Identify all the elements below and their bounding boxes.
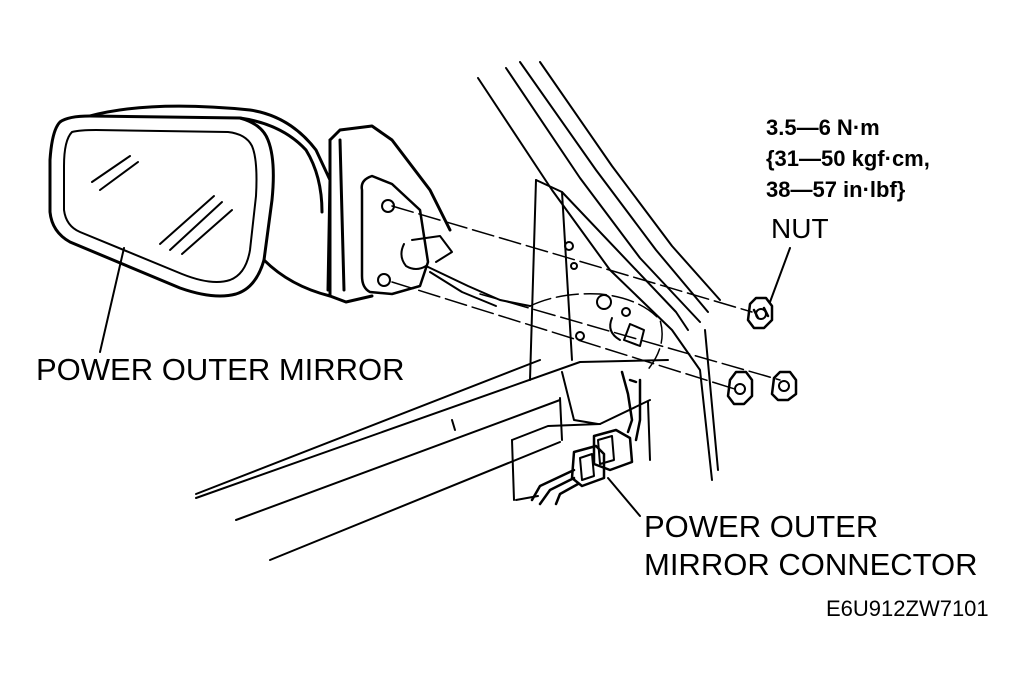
leader-lines bbox=[99, 247, 791, 517]
nut-label: NUT bbox=[771, 213, 829, 244]
torque-spec-line-3: 38—57 in·lbf} bbox=[766, 177, 906, 202]
connector-label-line-2: MIRROR CONNECTOR bbox=[644, 547, 978, 582]
power-outer-mirror-connector bbox=[530, 370, 642, 506]
power-outer-mirror bbox=[48, 104, 531, 307]
nut-right bbox=[770, 370, 798, 402]
door-panel bbox=[195, 61, 721, 561]
nut-top bbox=[746, 296, 774, 330]
alignment-guide-lines bbox=[391, 205, 781, 391]
torque-spec-line-2: {31—50 kgf·cm, bbox=[766, 146, 930, 171]
power-outer-mirror-connector-label: POWER OUTER MIRROR CONNECTOR bbox=[644, 508, 978, 584]
power-outer-mirror-label: POWER OUTER MIRROR bbox=[36, 352, 405, 387]
torque-specification: 3.5—6 N·m {31—50 kgf·cm, 38—57 in·lbf} bbox=[766, 112, 930, 205]
door-mounting-holes bbox=[564, 241, 645, 347]
figure-code: E6U912ZW7101 bbox=[826, 596, 989, 621]
nut-middle bbox=[726, 370, 754, 406]
connector-label-line-1: POWER OUTER bbox=[644, 509, 879, 544]
torque-spec-line-1: 3.5—6 N·m bbox=[766, 115, 880, 140]
